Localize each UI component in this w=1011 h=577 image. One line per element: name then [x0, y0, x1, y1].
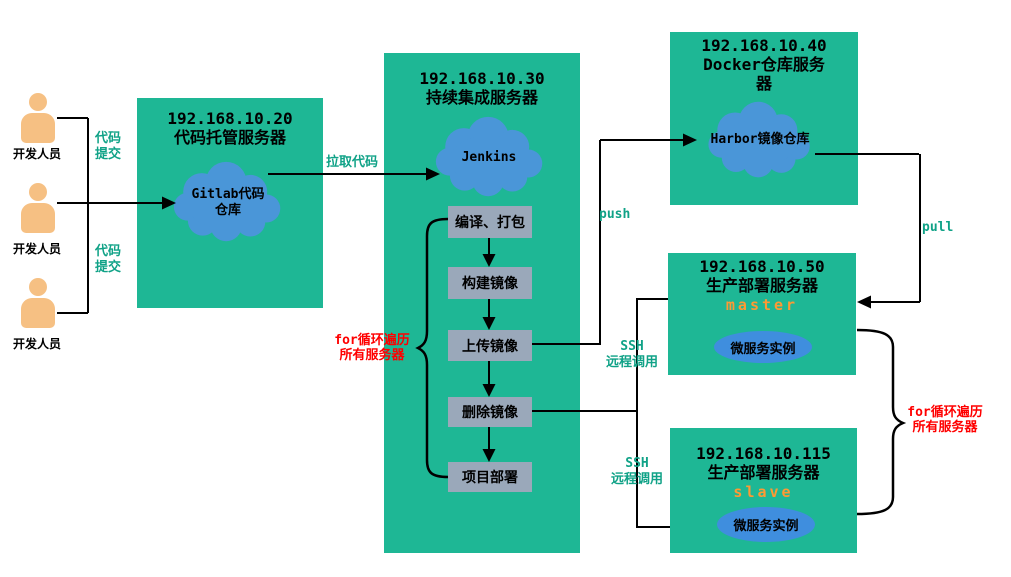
connector-lines: [57, 117, 921, 528]
developer-icon: [18, 93, 58, 143]
step-deploy-project: 项目部署: [448, 462, 532, 492]
slave-role-label: slave: [733, 483, 794, 501]
jenkins-server-box: 192.168.10.30 持续集成服务器: [384, 53, 580, 553]
step-compile-package: 编译、打包: [448, 206, 532, 238]
person-head: [29, 93, 47, 111]
developer-label: 开发人员: [12, 147, 61, 161]
person-head: [29, 183, 47, 201]
commit-label-bottom: 代码 提交: [94, 244, 121, 275]
for-loop-label-left: for循环遍历 所有服务器: [334, 333, 410, 364]
arrowhead-push-to-harbor: [683, 133, 697, 147]
jenkins-cloud-label: Jenkins: [461, 150, 517, 165]
master-role-label: master: [725, 296, 799, 314]
gitlab-server-title: 192.168.10.20 代码托管服务器: [167, 109, 293, 147]
arrowhead-step-5: [482, 449, 496, 462]
pull-label: pull: [922, 220, 954, 235]
commit-label-top: 代码 提交: [94, 131, 121, 162]
person-head: [29, 278, 47, 296]
person-body: [21, 203, 55, 233]
for-loop-brace-left: [415, 217, 449, 479]
developer-label: 开发人员: [12, 242, 61, 256]
harbor-cloud-label: Harbor镜像仓库: [710, 132, 810, 147]
developer-icon: [18, 278, 58, 328]
gitlab-cloud-label: Gitlab代码 仓库: [191, 187, 265, 219]
step-build-image: 构建镜像: [448, 267, 532, 299]
master-server-box: 192.168.10.50 生产部署服务器 master: [668, 253, 856, 375]
for-loop-label-right: for循环遍历 所有服务器: [907, 405, 983, 436]
arrowhead-pull-to-master: [857, 295, 871, 309]
person-body: [21, 298, 55, 328]
arrowhead-to-gitlab: [162, 196, 176, 210]
step-upload-image: 上传镜像: [448, 330, 532, 361]
pull-code-label: 拉取代码: [325, 155, 378, 170]
person-body: [21, 113, 55, 143]
master-server-title: 192.168.10.50 生产部署服务器: [699, 257, 825, 295]
arrowhead-step-3: [482, 317, 496, 330]
step-delete-image: 删除镜像: [448, 397, 532, 427]
arrowhead-to-jenkins: [426, 167, 440, 181]
arrowhead-step-2: [482, 254, 496, 267]
push-label: push: [599, 207, 631, 222]
master-instance-ellipse: 微服务实例: [714, 331, 812, 363]
developer-icon: [18, 183, 58, 233]
jenkins-server-title: 192.168.10.30 持续集成服务器: [419, 69, 545, 107]
ssh-label-slave: SSH 远程调用: [610, 456, 663, 487]
ssh-label-master: SSH 远程调用: [605, 339, 658, 370]
docker-server-title: 192.168.10.40 Docker仓库服务 器: [701, 36, 827, 93]
slave-server-title: 192.168.10.115 生产部署服务器: [696, 444, 831, 482]
slave-instance-ellipse: 微服务实例: [717, 507, 815, 542]
for-loop-brace-right: [856, 328, 907, 516]
developer-label: 开发人员: [12, 337, 61, 351]
arrowhead-step-4: [482, 384, 496, 397]
